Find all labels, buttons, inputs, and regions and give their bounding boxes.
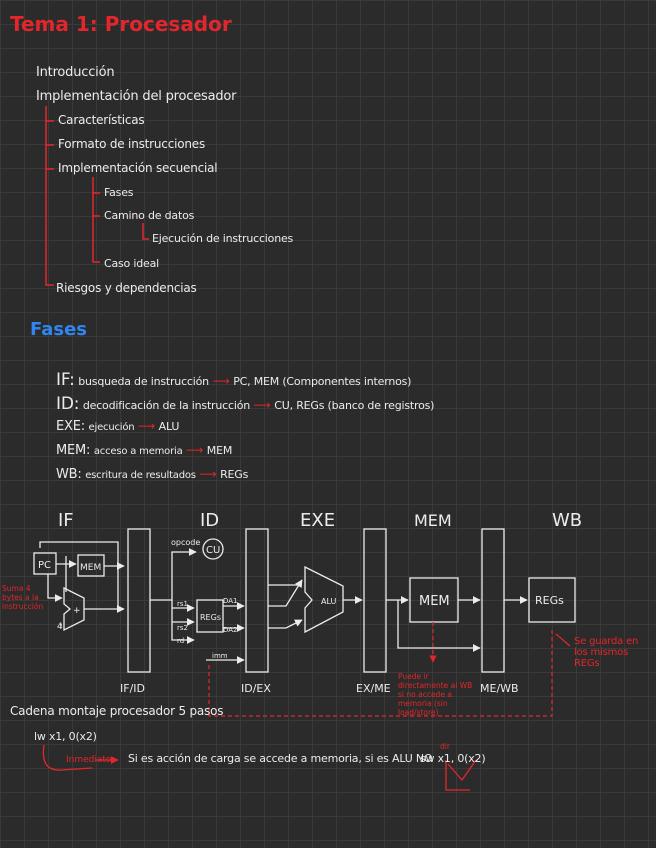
id-regs-box bbox=[196, 599, 224, 633]
opcode-label: opcode bbox=[171, 538, 200, 547]
phase-target: MEM bbox=[206, 444, 233, 457]
alu-shape bbox=[304, 565, 344, 634]
pc-label: PC bbox=[38, 560, 51, 571]
outline-riesgos: Riesgos y dependencias bbox=[56, 281, 197, 295]
phase-target: PC, MEM (Componentes internos) bbox=[233, 375, 412, 388]
phase-desc: acceso a memoria bbox=[93, 446, 183, 457]
imm-label: imm bbox=[212, 652, 228, 660]
regs-id-label: REGs bbox=[200, 613, 221, 622]
ex-me-label: EX/ME bbox=[356, 682, 391, 695]
id-ex-label: ID/EX bbox=[241, 682, 271, 695]
outline-caso-ideal: Caso ideal bbox=[104, 257, 159, 270]
phase-desc: busqueda de instrucción bbox=[78, 375, 209, 388]
da1-label: DA1 bbox=[223, 597, 238, 605]
note-wb: Se guarda en los mismos REGs bbox=[574, 636, 639, 669]
phase-abbr: IF: bbox=[56, 370, 75, 390]
phase-desc: decodificación de la instrucción bbox=[82, 399, 251, 412]
phase-abbr: MEM: bbox=[56, 443, 91, 458]
outline-caracteristicas: Características bbox=[58, 113, 145, 127]
rs1-label: rs1 bbox=[177, 600, 188, 608]
note-left-adder: Suma 4 bytes a la instrucción bbox=[2, 584, 44, 611]
outline-fases: Fases bbox=[104, 186, 134, 199]
adder-shape bbox=[63, 586, 85, 632]
stage-mem-label: MEM bbox=[414, 511, 452, 530]
lw-example: lw x1, 0(x2) bbox=[34, 730, 97, 743]
rd-label: rd bbox=[177, 637, 184, 645]
arrow-icon: ⟶ bbox=[212, 374, 230, 388]
if-mem-label: MEM bbox=[80, 563, 101, 573]
phase-exe: EXE: ejecución ⟶ ALU bbox=[56, 419, 179, 434]
lw-note: Inmediato bbox=[66, 755, 112, 765]
outline-ejecucion: Ejecución de instrucciones bbox=[152, 232, 294, 245]
page-title: Tema 1: Procesador bbox=[10, 12, 232, 36]
arrow-icon: ⟶ bbox=[199, 467, 217, 481]
sw-note: dir bbox=[440, 742, 450, 751]
sw-example: sw x1, 0(x2) bbox=[420, 752, 486, 765]
outline-formato: Formato de instrucciones bbox=[58, 137, 206, 151]
ex-me-register bbox=[363, 528, 387, 673]
phase-target: CU, REGs (banco de registros) bbox=[274, 399, 435, 412]
lw-annotation-arc bbox=[42, 744, 93, 771]
stage-exe-label: EXE bbox=[300, 510, 335, 531]
phase-target: REGs bbox=[220, 468, 249, 481]
phase-id: ID: decodificación de la instrucción ⟶ C… bbox=[56, 394, 434, 414]
arrow-icon: ⟶ bbox=[186, 443, 204, 457]
outline-tree-lines bbox=[45, 106, 149, 286]
four-label: 4 bbox=[57, 622, 63, 632]
phase-mem: MEM: acceso a memoria ⟶ MEM bbox=[56, 443, 232, 458]
phase-abbr: EXE: bbox=[56, 419, 85, 434]
cu-label: CU bbox=[206, 545, 220, 556]
note-mem-bypass: Puede ir directamente al WB si no accede… bbox=[398, 672, 473, 717]
phase-abbr: WB: bbox=[56, 467, 82, 482]
outline-impl-secuencial: Implementación secuencial bbox=[58, 161, 218, 175]
alu-label: ALU bbox=[321, 597, 337, 606]
phase-target: ALU bbox=[158, 420, 180, 433]
phase-wb: WB: escritura de resultados ⟶ REGs bbox=[56, 467, 248, 482]
cu-circle bbox=[202, 538, 224, 560]
id-ex-register bbox=[245, 528, 269, 673]
if-id-label: IF/ID bbox=[120, 682, 145, 695]
outline-intro: Introducción bbox=[36, 65, 115, 80]
pipeline-caption: Cadena montaje procesador 5 pasos bbox=[10, 704, 224, 718]
wb-regs-label: REGs bbox=[535, 594, 564, 607]
load-sentence: Si es acción de carga se accede a memori… bbox=[128, 752, 433, 765]
me-wb-label: ME/WB bbox=[480, 682, 519, 695]
outline-camino: Camino de datos bbox=[104, 209, 195, 222]
adder-label: + bbox=[73, 606, 81, 616]
arrow-icon: ⟶ bbox=[253, 398, 271, 412]
mem-box-label: MEM bbox=[419, 594, 450, 609]
phase-abbr: ID: bbox=[56, 394, 80, 414]
sw-annotation-mark bbox=[445, 759, 477, 791]
section-fases-title: Fases bbox=[30, 319, 88, 340]
if-id-register bbox=[127, 528, 151, 673]
me-wb-register bbox=[481, 528, 505, 673]
rs2-label: rs2 bbox=[177, 624, 188, 632]
writeback-dashed-line bbox=[208, 630, 553, 717]
da2-label: DA2 bbox=[223, 626, 238, 634]
stage-id-label: ID bbox=[200, 510, 219, 531]
phase-desc: escritura de resultados bbox=[85, 470, 196, 481]
phase-if: IF: busqueda de instrucción ⟶ PC, MEM (C… bbox=[56, 370, 411, 390]
stage-if-label: IF bbox=[58, 510, 74, 531]
arrow-icon: ⟶ bbox=[138, 419, 156, 433]
phase-desc: ejecución bbox=[88, 422, 135, 433]
wb-regs-box bbox=[528, 577, 576, 623]
outline-impl: Implementación del procesador bbox=[36, 89, 237, 104]
stage-wb-label: WB bbox=[552, 510, 582, 531]
